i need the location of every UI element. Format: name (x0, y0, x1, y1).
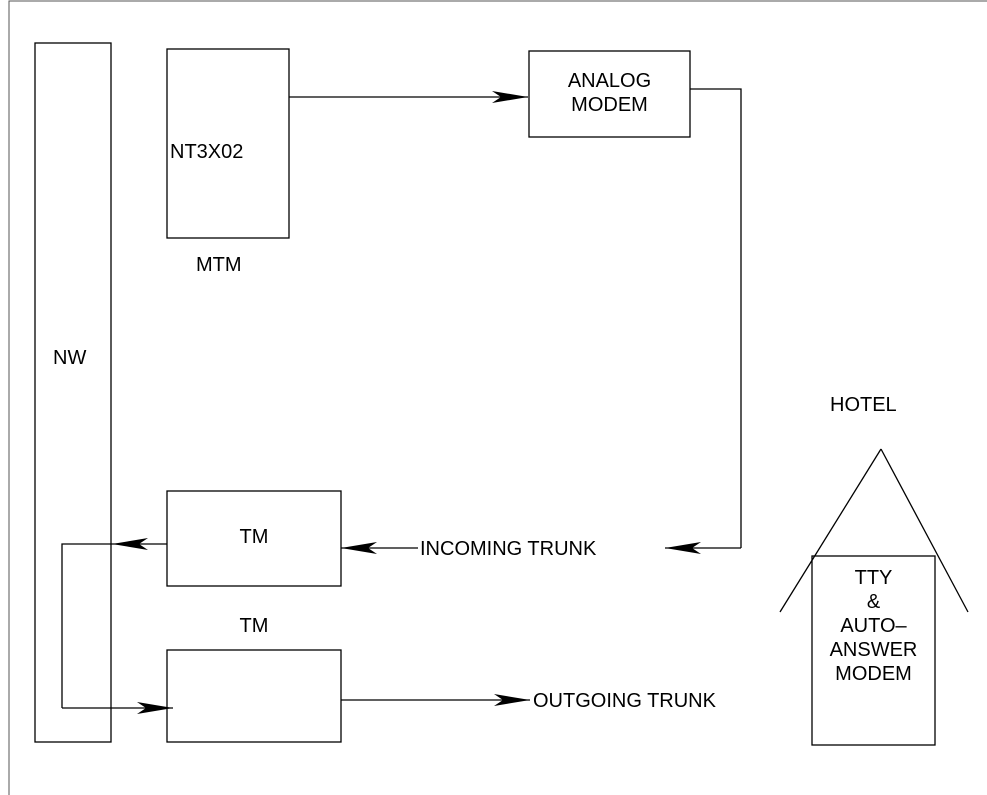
analog-modem-line2: MODEM (571, 94, 648, 116)
tty-line1: TTY (854, 567, 893, 589)
tty-label: TTY & AUTO– ANSWER MODEM (806, 566, 941, 686)
incoming-trunk-label: INCOMING TRUNK (420, 538, 597, 560)
line-modem-to-trunk (690, 88, 742, 548)
mtm-card-label: NT3X02 (170, 141, 244, 163)
hotel-roof-right (880, 448, 969, 613)
mtm-box (166, 48, 290, 239)
hotel-label: HOTEL (830, 394, 897, 416)
tty-line5: MODEM (835, 663, 912, 685)
tty-line2: & (866, 591, 881, 613)
tty-line3: AUTO– (840, 615, 907, 637)
tm-upper-box (166, 490, 342, 587)
tm-upper-label: TM (239, 526, 269, 548)
analog-modem-label: ANALOG MODEM (529, 69, 690, 117)
analog-modem-box (528, 50, 691, 138)
analog-modem-line1: ANALOG (567, 70, 652, 92)
nw-label: NW (53, 347, 87, 369)
nw-box (34, 42, 112, 743)
outgoing-trunk-label: OUTGOING TRUNK (533, 690, 716, 712)
tm-lower-box (166, 649, 342, 743)
tty-box (811, 555, 936, 746)
mtm-label: MTM (196, 254, 242, 276)
hotel-roof-left (779, 448, 882, 613)
line-nw-loop (61, 543, 112, 708)
tm-lower-label: TM (239, 615, 269, 637)
outer-frame (8, 0, 987, 795)
tty-line4: ANSWER (829, 639, 918, 661)
